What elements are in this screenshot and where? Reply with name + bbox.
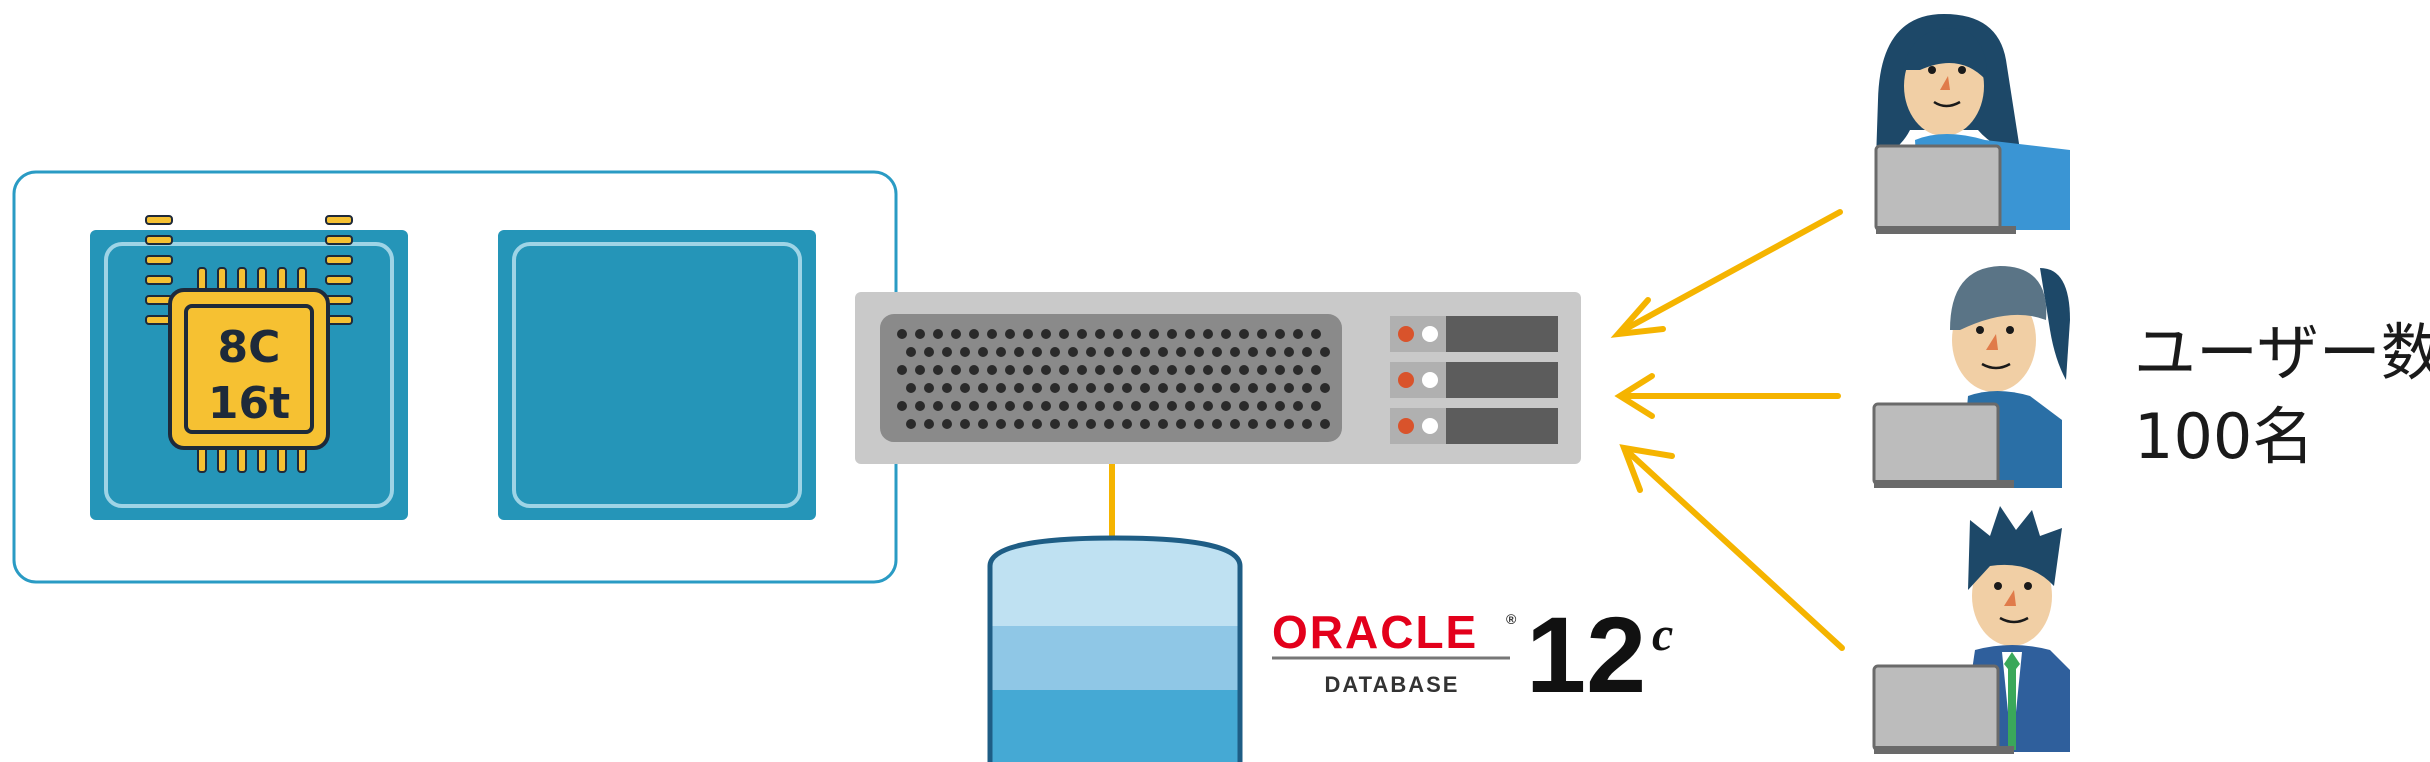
host-box: 8C 16t (12, 170, 898, 584)
laptop-icon (1874, 144, 2016, 234)
database-cylinder-icon (987, 535, 1243, 762)
laptop-icon (1872, 402, 2014, 488)
oracle-database-logo: ORACLE ® DATABASE 12 c (1272, 594, 1673, 715)
user-woman-icon (1874, 14, 2070, 234)
cpu-chip-icon (145, 215, 353, 473)
oracle-registered-mark: ® (1506, 611, 1518, 627)
oracle-wordmark: ORACLE (1272, 606, 1478, 658)
user-man-icon (1872, 506, 2070, 754)
users-label: ユーザー数 (2134, 316, 2430, 389)
cpu-socket-1: 8C 16t (90, 215, 408, 520)
user-woman-ponytail-icon (1872, 266, 2070, 488)
cpu-socket-2 (498, 230, 816, 520)
users-count: 100名 (2134, 400, 2314, 473)
cpu-cores-label: 8C (218, 322, 281, 373)
rack-server-icon (855, 292, 1581, 464)
laptop-icon (1872, 664, 2014, 754)
user-connection-arrows (1610, 209, 1845, 651)
server-grille-holes (897, 329, 1330, 429)
server-led-2 (1398, 372, 1414, 388)
oracle-version-number: 12 (1526, 594, 1646, 715)
oracle-version-edition: c (1652, 608, 1673, 661)
cpu-threads-label: 16t (208, 378, 290, 429)
oracle-product-label: DATABASE (1325, 672, 1460, 697)
server-led-1 (1398, 326, 1414, 342)
server-led-3 (1398, 418, 1414, 434)
